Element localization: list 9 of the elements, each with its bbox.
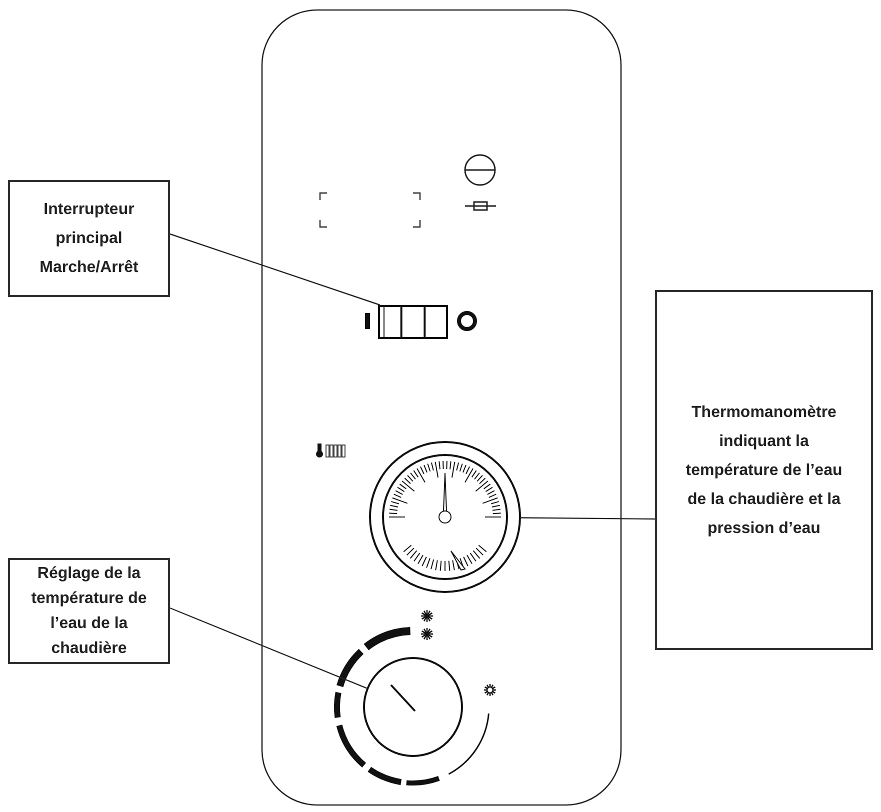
callout-label: Réglage de la température de l’eau de la chaudière	[8, 558, 170, 664]
temperature-knob	[363, 657, 463, 757]
leader-line	[170, 233, 380, 306]
callout-label: Interrupteur principal Marche/Arrêt	[8, 180, 170, 297]
leader-line	[170, 607, 367, 689]
thermomanometer-gauge	[369, 441, 521, 593]
rocker-switch	[378, 305, 448, 339]
callout-label: Thermomanomètre indiquant la température de l’eau de la chaudière et la pression d’eau	[655, 290, 873, 650]
leader-line	[520, 517, 655, 520]
